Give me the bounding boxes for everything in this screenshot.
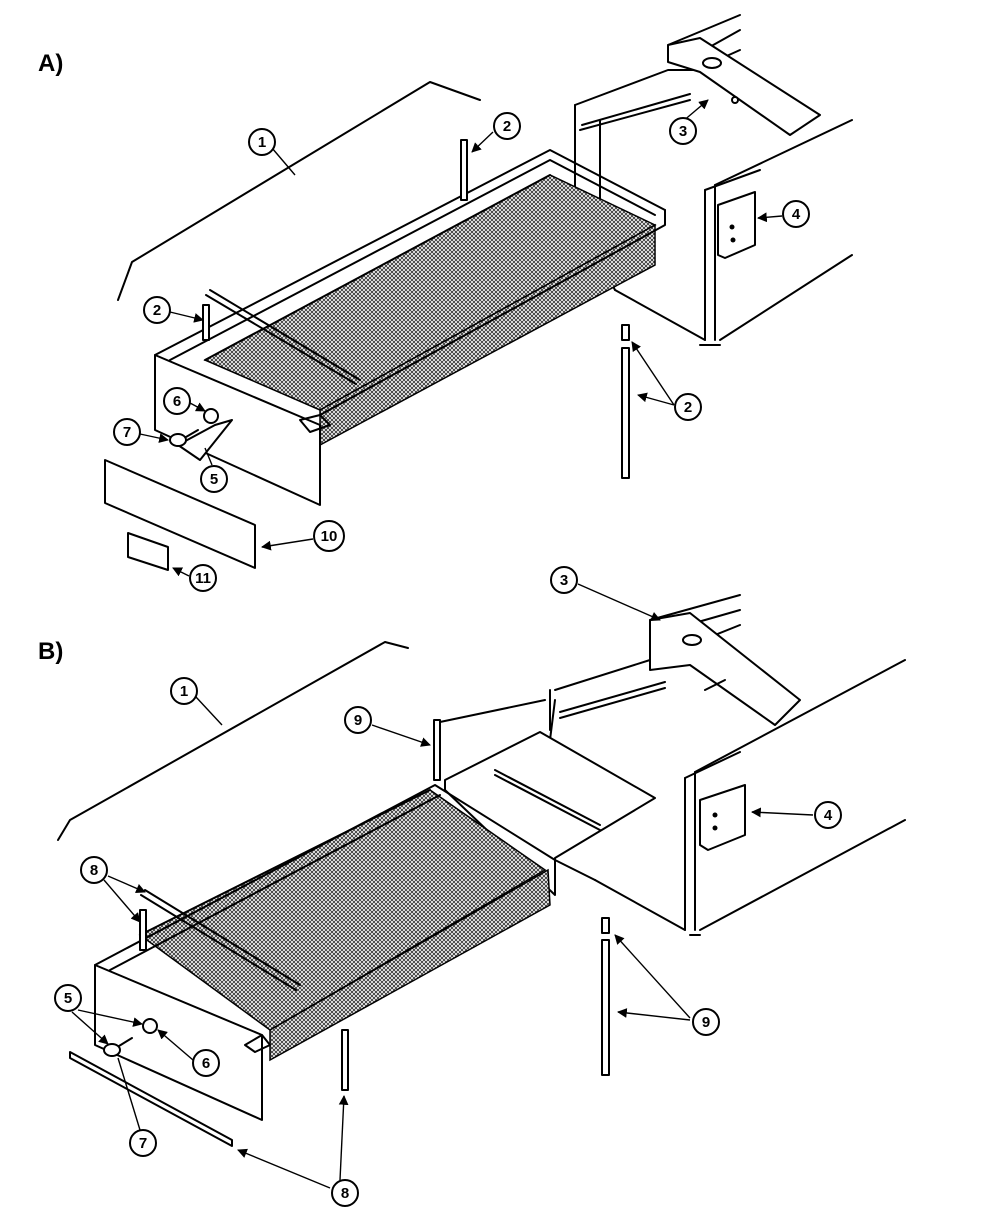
strip-b-8-left	[139, 909, 147, 951]
callout-a-3: 3	[669, 117, 697, 145]
latch-bracket-a	[717, 191, 756, 259]
cabinet-top-outline-a	[117, 81, 481, 301]
svg-text:2: 2	[153, 302, 161, 319]
callout-a-7: 7	[113, 418, 141, 446]
panel-a-label: A)	[38, 50, 64, 77]
callout-a-2-left: 2	[143, 296, 171, 324]
callout-a-1: 1	[248, 128, 276, 156]
callout-b-8-top: 8	[80, 856, 108, 884]
svg-text:2: 2	[684, 399, 692, 416]
callout-b-4: 4	[814, 801, 842, 829]
latch-bracket-b	[699, 784, 746, 851]
strip-a-4	[621, 347, 630, 479]
lock-cylinder-b	[142, 1018, 158, 1034]
label-plate-11-a	[127, 532, 169, 571]
svg-text:5: 5	[64, 990, 72, 1007]
svg-text:2: 2	[503, 118, 511, 135]
svg-text:3: 3	[679, 123, 687, 140]
frame-b	[549, 594, 906, 936]
svg-text:6: 6	[202, 1055, 210, 1072]
panel-a-drawing: 1 2 2 2	[104, 14, 853, 592]
callout-b-9-right: 9	[692, 1008, 720, 1036]
svg-text:4: 4	[824, 807, 833, 824]
callout-a-6: 6	[163, 387, 191, 415]
drawer-a	[154, 149, 666, 506]
strip-a-2	[202, 304, 210, 341]
svg-text:9: 9	[354, 712, 362, 729]
strip-b-9-top	[433, 719, 441, 781]
svg-text:4: 4	[792, 206, 801, 223]
strip-a-1	[460, 139, 468, 201]
key-b	[103, 1043, 121, 1057]
callout-b-6: 6	[192, 1049, 220, 1077]
callout-a-10: 10	[313, 520, 345, 552]
svg-text:1: 1	[258, 134, 266, 151]
svg-text:11: 11	[195, 570, 211, 587]
strip-b-8-bottom	[69, 1051, 233, 1147]
svg-text:5: 5	[210, 471, 218, 488]
svg-text:6: 6	[173, 393, 181, 410]
callout-a-11: 11	[189, 564, 217, 592]
callout-a-4: 4	[782, 200, 810, 228]
strip-b-9-small	[601, 917, 610, 934]
drawer-front-b	[94, 964, 263, 1121]
key-a	[169, 433, 187, 447]
lock-cylinder-a	[203, 408, 219, 424]
callout-b-3: 3	[550, 566, 578, 594]
svg-text:7: 7	[123, 424, 131, 441]
callout-b-9-top: 9	[344, 706, 372, 734]
svg-text:8: 8	[341, 1185, 349, 1202]
label-plate-10-a	[104, 459, 256, 569]
frame-a	[574, 14, 853, 346]
cabinet-top-outline-b	[57, 641, 409, 841]
strip-b-9-long	[601, 939, 610, 1076]
callout-b-7: 7	[129, 1129, 157, 1157]
callout-b-5: 5	[54, 984, 82, 1012]
strip-b-8-mid	[341, 1029, 349, 1091]
panel-b-label: B)	[38, 638, 64, 665]
svg-text:1: 1	[180, 683, 188, 700]
callout-b-8-bottom: 8	[331, 1179, 359, 1207]
callout-b-1: 1	[170, 677, 198, 705]
callouts-b: 1 3 4 5	[54, 566, 842, 1207]
svg-text:8: 8	[90, 862, 98, 879]
drawer-front-a	[154, 354, 321, 506]
strip-a-3	[621, 324, 630, 341]
svg-text:9: 9	[702, 1014, 710, 1031]
slide-bracket-b	[649, 612, 801, 726]
extension-plate-b	[444, 731, 656, 896]
panel-b-drawing: 1 3 4 5	[54, 566, 906, 1207]
lock-plate-a	[177, 419, 233, 461]
svg-text:10: 10	[321, 528, 338, 545]
callout-a-5: 5	[200, 465, 228, 493]
svg-text:7: 7	[139, 1135, 147, 1152]
callouts-a: 1 2 2 2	[113, 99, 810, 592]
callout-a-2-top: 2	[493, 112, 521, 140]
callout-a-2-right: 2	[674, 393, 702, 421]
drawer-b	[94, 784, 556, 1121]
svg-text:3: 3	[560, 572, 568, 589]
